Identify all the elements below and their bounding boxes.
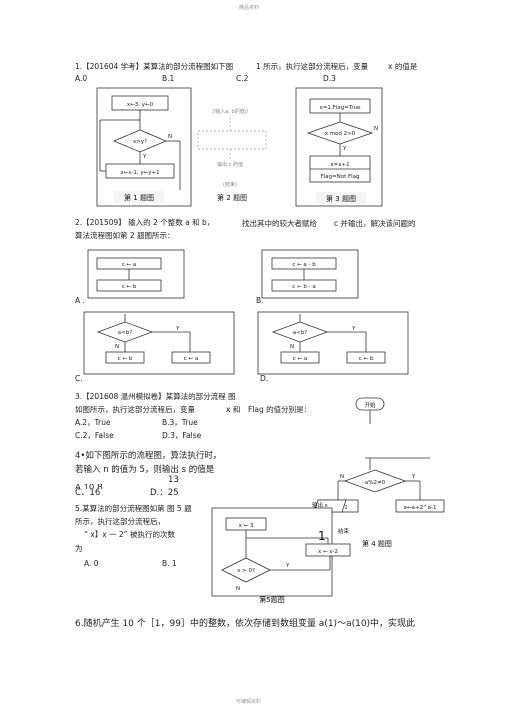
fig1-body: x←x-1, y←y+1 xyxy=(120,170,159,176)
q1-line-right: 1 所示，执行这部分流程后，变量 xyxy=(256,62,369,71)
fig2-label: 第 2 题图 xyxy=(217,193,247,202)
q3-line2-b: x 和 xyxy=(226,405,241,414)
q2-figC-frame xyxy=(83,311,235,375)
q2-line1-right: 找出其中的较大者赋给 xyxy=(242,219,317,228)
q2-line1-right2: c 并输出，解决该问题的 xyxy=(334,219,416,228)
fig2-dashed-box xyxy=(197,130,267,150)
fig3-body1: x=x+1 xyxy=(330,162,349,168)
q1-opt-a: A.0 xyxy=(75,74,88,83)
q2-figD-left: c ← a xyxy=(293,356,308,362)
q5-line2: 所示，执行这部分流程后， xyxy=(75,517,165,526)
q4-opt-c: C．16 xyxy=(75,488,101,498)
fig3-y: Y xyxy=(342,146,347,152)
q2-figD-frame xyxy=(257,311,409,375)
q2-figA-s1: c ← a xyxy=(122,262,137,268)
q2-opt-b: B. xyxy=(256,296,264,305)
q2-line2: 算法流程图如第 2 题图所示： xyxy=(75,231,175,240)
q4-cond: a%2≠0 xyxy=(365,480,386,486)
q5-body: x ← x-2 xyxy=(318,549,338,555)
fig3-cond: x mod 2>0 xyxy=(325,131,356,137)
q2-figD-right: c ← b xyxy=(359,356,374,362)
q2-figD-cond: a<b? xyxy=(293,330,307,336)
q5-fig-label: 第5题图 xyxy=(259,595,284,604)
q2-line1: 2.【201509】 输入的 2 个整数 a 和 b， xyxy=(75,218,215,227)
q5-line1: 5.某算法的部分流程图如第 图 5 题 xyxy=(75,504,192,513)
q2-figC-cond: a<b? xyxy=(118,330,132,336)
q2-opt-a: A . xyxy=(75,296,85,305)
q5-cond: x > 0? xyxy=(237,568,255,574)
q4-y: Y xyxy=(411,474,416,480)
fig3-n: N xyxy=(374,126,378,132)
q5-y: Y xyxy=(285,563,290,569)
fig1-init: x←3, y←0 xyxy=(127,102,154,108)
q4-overlap2: A 10 B xyxy=(75,484,103,489)
q3-opt-a: A.2，True xyxy=(75,418,111,427)
q4-opt-d: D.：25 xyxy=(150,488,179,498)
footer-note: 可编辑资料 xyxy=(236,699,262,705)
q1-line: 1.【201604 学考】某算法的部分流程图如下图 xyxy=(75,62,234,71)
q5-n: N xyxy=(236,586,240,592)
fig1-cond: x>y? xyxy=(133,139,147,145)
q4-fig-label: 第 4 题图 xyxy=(362,539,392,548)
q5-line4: 为 xyxy=(75,544,83,553)
q3-side: 开始 xyxy=(364,401,376,409)
q2-figC-y: Y xyxy=(175,326,180,332)
q4-end: 结束 xyxy=(338,527,350,535)
q3-opt-c: C.2，False xyxy=(75,431,114,440)
q2-figC-n: N xyxy=(115,344,119,350)
q3-line1: 3.【201608 温州模拟卷】某算法的部分流程 图 xyxy=(75,392,236,401)
q4-n: N xyxy=(340,474,344,480)
q2-opt-c: C. xyxy=(75,374,83,383)
q2-figB-s1: c ← a - b xyxy=(292,262,316,268)
fig2-end: (结束) xyxy=(223,181,237,188)
q3-line2-c: Flag 的值分别是： xyxy=(248,405,312,414)
q5-opt-a: A. 0 xyxy=(84,559,99,568)
header-note: 精品资料 xyxy=(239,5,260,11)
fig2-top: //输入a, b的值// xyxy=(212,108,248,115)
q5-opt-b: B. 1 xyxy=(162,559,177,568)
q2-opt-d: D. xyxy=(260,374,269,383)
q2-figD-y: Y xyxy=(351,326,356,332)
q1-var: x 的值是 xyxy=(388,62,418,71)
q1-opt-b: B.1 xyxy=(162,74,175,83)
fig2-bottom: 输出 c 的值 xyxy=(217,161,243,168)
q1-opt-c: C.2 xyxy=(236,74,249,83)
fig1-y: Y xyxy=(142,154,147,160)
q3-opt-d: D.3，False xyxy=(162,431,202,440)
fig3-body2: Flag=Not Flag xyxy=(320,174,359,180)
q4-out: 输出 s xyxy=(312,501,328,509)
q2-figA-s2: c ← b xyxy=(122,284,137,290)
q5-init: x ← 3 xyxy=(239,523,254,529)
q3-line2: 如图所示，执行这部分流程后，变量 xyxy=(75,405,195,414)
q4-overlap1: 13 xyxy=(168,475,179,485)
q4-line2: 若输入 n 的值为 5，则输出 s 的值是 xyxy=(75,465,215,475)
q4-right: a←a+2^a-1 xyxy=(404,505,437,511)
q3-opt-b: B.3，True xyxy=(162,418,198,427)
fig1-label: 第 1 题图 xyxy=(124,193,154,202)
fig1-n: N xyxy=(168,134,172,140)
q5-line3: “ x】x 一 2” 被执行的次数 xyxy=(84,530,175,539)
q2-figD-n: N xyxy=(290,344,294,350)
fig3-label: 第 3 题图 xyxy=(326,194,356,203)
fig3-init: x=1,Flag=True xyxy=(320,105,362,111)
q1-opt-d: D.3 xyxy=(323,74,336,83)
q4-line1: 4•如下图所示的流程图，算法执行时， xyxy=(75,451,222,461)
q2-figC-left: c ← b xyxy=(118,356,133,362)
q6-line: 6.随机产生 10 个［1，99］中的整数，依次存储到数组变量 a(1)～a(1… xyxy=(75,619,416,629)
q2-figC-right: c ← a xyxy=(184,356,199,362)
q5-one: 1 xyxy=(318,529,326,543)
q2-figB-s2: c ← b - a xyxy=(292,284,315,290)
